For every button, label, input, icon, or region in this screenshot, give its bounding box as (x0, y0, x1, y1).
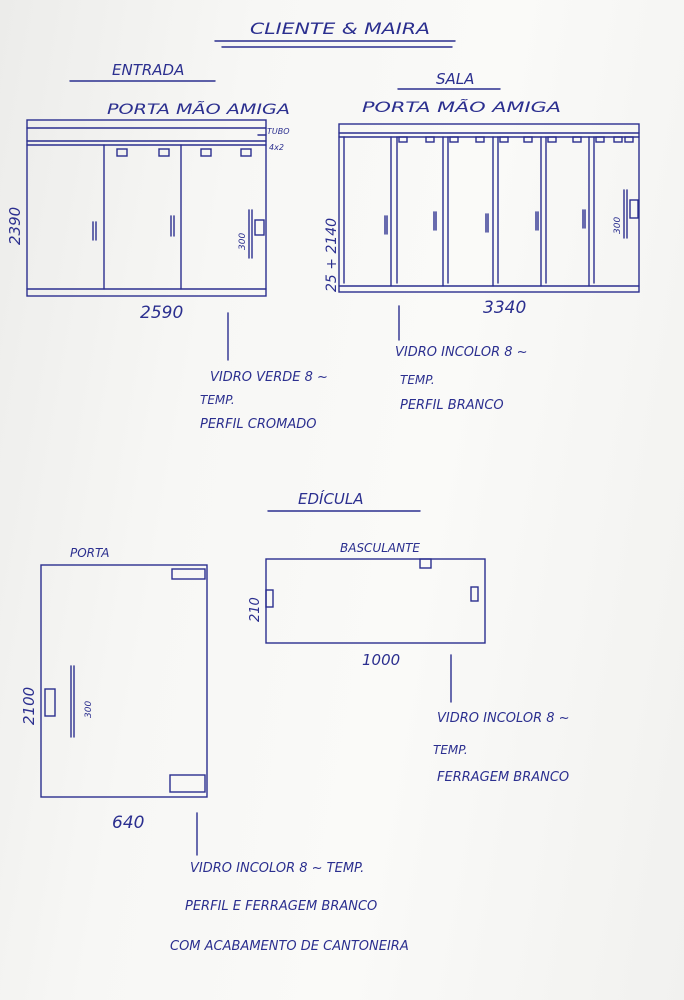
sala-handle-label: 300 (613, 217, 623, 234)
entrada-heading: ENTRADA (112, 61, 184, 79)
sala-note-2: TEMP. (400, 373, 435, 387)
edicula-note-1: VIDRO INCOLOR 8 ~ TEMP. (190, 861, 364, 876)
sala-heading: SALA (436, 70, 474, 88)
entrada-note-1: VIDRO VERDE 8 ~ (210, 370, 328, 385)
porta-label: PORTA (70, 546, 109, 560)
sala-width-label: 3340 (483, 298, 526, 318)
basculante-width-label: 1000 (362, 651, 400, 669)
basculante-note-2: TEMP. (433, 743, 468, 757)
edicula-heading: EDÍCULA (298, 489, 364, 508)
page-title: CLIENTE & MAIRA (250, 19, 430, 38)
porta-handle-label: 300 (84, 701, 94, 718)
entrada-note-2: TEMP. (200, 393, 235, 407)
entrada-note-3: PERFIL CROMADO (200, 417, 316, 432)
entrada-width-label: 2590 (140, 303, 183, 323)
edicula-porta-drawing (40, 564, 208, 798)
sala-note-3: PERFIL BRANCO (400, 398, 504, 413)
porta-width-label: 640 (112, 813, 144, 833)
edicula-note-2: PERFIL E FERRAGEM BRANCO (185, 899, 377, 914)
edicula-note-3: COM ACABAMENTO DE CANTONEIRA (170, 939, 409, 954)
entrada-handle-label: 300 (238, 233, 248, 250)
porta-height-label: 2100 (20, 687, 38, 725)
sala-door-drawing (338, 123, 640, 293)
basculante-height-label: 210 (248, 597, 263, 622)
basculante-label: BASCULANTE (340, 541, 420, 555)
entrada-tube-note: TUBO (267, 127, 290, 136)
entrada-door-drawing (26, 119, 267, 297)
basculante-note-3: FERRAGEM BRANCO (437, 770, 569, 785)
sala-height-label: 25 + 2140 (324, 218, 340, 292)
sala-note-1: VIDRO INCOLOR 8 ~ (395, 345, 528, 360)
basculante-note-1: VIDRO INCOLOR 8 ~ (437, 711, 570, 726)
entrada-subtitle: PORTA MÃO AMIGA (107, 101, 290, 118)
entrada-tube-size: 4x2 (269, 143, 284, 152)
entrada-height-label: 2390 (6, 207, 24, 245)
edicula-basculante-drawing (265, 558, 486, 644)
sala-subtitle: PORTA MÃO AMIGA (362, 99, 561, 116)
